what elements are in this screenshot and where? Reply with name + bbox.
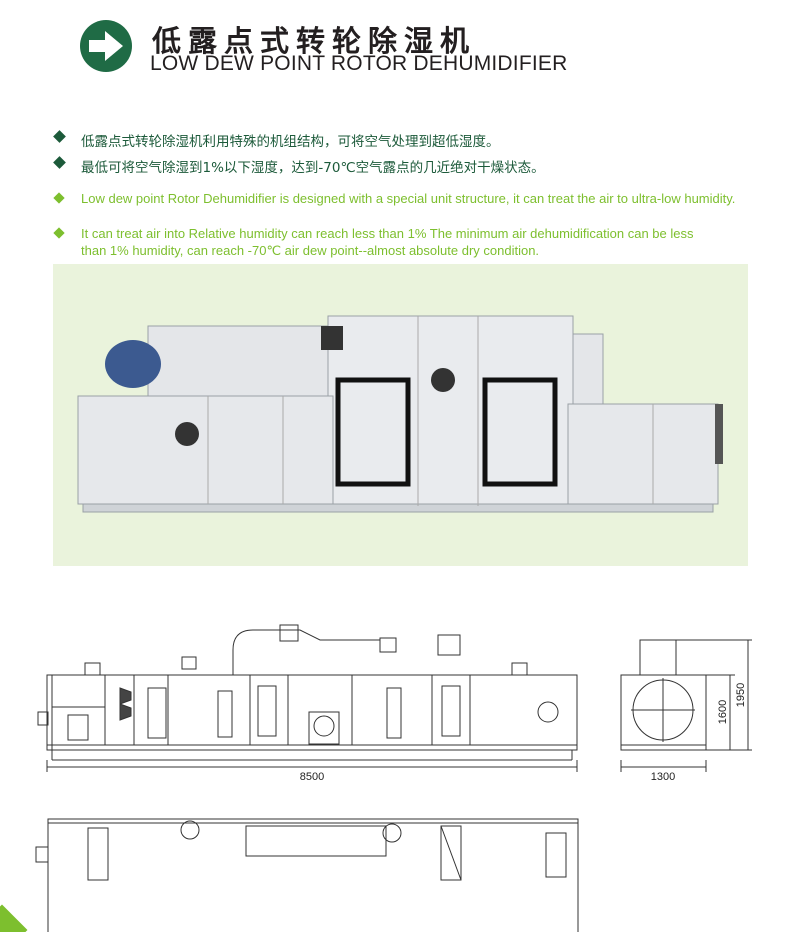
diamond-bullet-icon	[53, 156, 66, 169]
diamond-bullet-icon	[53, 130, 66, 143]
title-english: LOW DEW POINT ROTOR DEHUMIDIFIER	[150, 52, 568, 75]
total-height-dimension: 1950	[735, 683, 747, 707]
inner-height-dimension: 1600	[717, 700, 729, 724]
diamond-bullet-icon	[53, 192, 65, 204]
width-dimension: 1300	[651, 771, 675, 783]
title-chinese: 低露点式转轮除湿机	[152, 24, 477, 58]
arrow-right-icon	[80, 20, 132, 72]
product-photo	[53, 264, 748, 566]
length-dimension: 8500	[300, 771, 324, 783]
diamond-bullet-icon	[53, 227, 65, 239]
technical-drawing: 8500 1300 1600 1950	[35, 624, 752, 932]
